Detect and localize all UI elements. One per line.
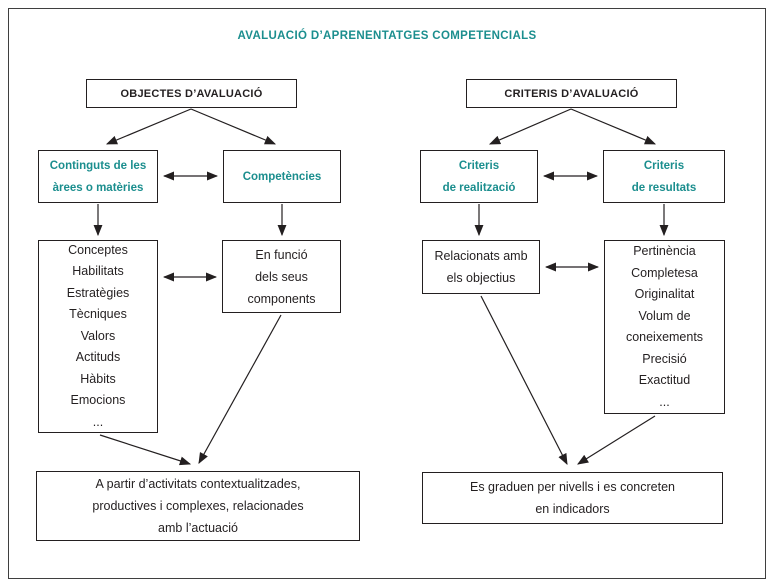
list-item: Tècniques	[69, 307, 127, 322]
objects-header-box: OBJECTES D’AVALUACIÓ	[86, 79, 297, 108]
components-box: En funció dels seus components	[222, 240, 341, 313]
list-item: Completesa	[631, 265, 698, 280]
list-item: Precisió	[642, 351, 687, 366]
list-item: Habilitats	[72, 264, 124, 279]
resultats-box: Criteris de resultats	[603, 150, 725, 203]
list-item: Pertinència	[633, 244, 696, 258]
list-item: Originalitat	[634, 287, 695, 301]
list-item: Exactitud	[638, 373, 691, 387]
list-item: Actituds	[75, 350, 121, 365]
list-item: Estratègies	[66, 285, 130, 300]
diagram-title: AVALUACIÓ D’APRENENTATGES COMPETENCIALS	[237, 30, 537, 42]
activities-box: A partir d’activitats contextualitzades,…	[36, 471, 360, 541]
list-item: ...	[659, 394, 670, 409]
list-item: Hàbits	[80, 371, 116, 386]
list-item: Valors	[80, 328, 116, 343]
list-item: Conceptes	[68, 242, 128, 257]
list-item: Emocions	[70, 393, 126, 408]
competencies-box: Competències	[223, 150, 341, 203]
realitzacio-box: Criteris de realització	[420, 150, 538, 203]
objectius-box: Relacionats amb els objectius	[422, 240, 540, 294]
criteria-header-box: CRITERIS D’AVALUACIÓ	[466, 79, 677, 108]
indicators-box: Es graduen per nivells i es concreten en…	[422, 472, 723, 524]
list-item: ...	[92, 414, 104, 429]
list-item: Volum de coneixements	[625, 308, 704, 345]
continguts-box: Continguts de les àrees o matèries	[38, 150, 158, 203]
